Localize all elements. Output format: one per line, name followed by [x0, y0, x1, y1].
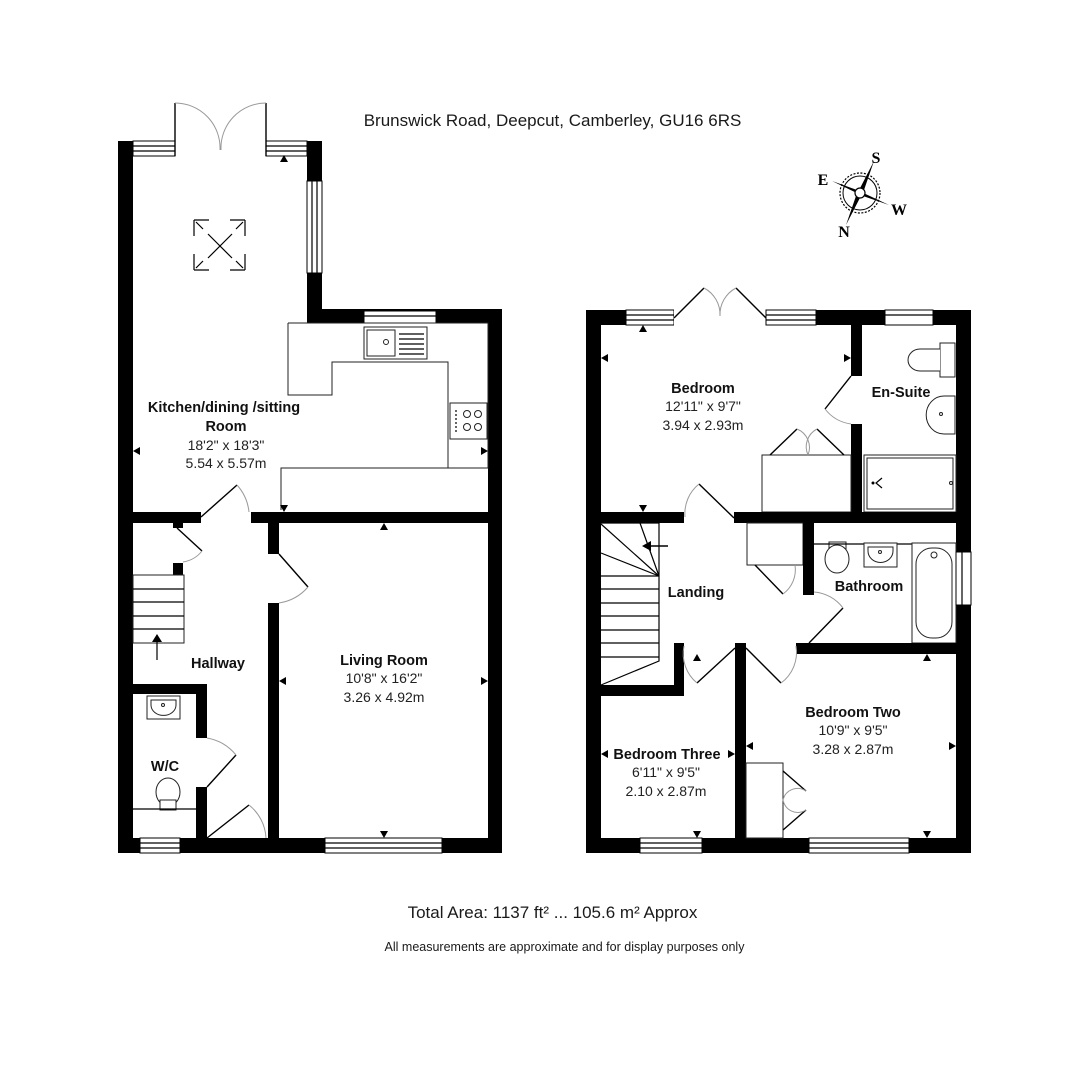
wardrobe: [761, 428, 852, 513]
door: [745, 645, 797, 684]
wall: [488, 309, 502, 853]
room-dim-metric: 3.94 x 2.93m: [663, 417, 744, 433]
bath-icon: [911, 542, 957, 644]
door: [682, 645, 736, 684]
window: [808, 837, 910, 854]
total-area: Total Area: 1137 ft² ... 105.6 m² Approx: [407, 903, 698, 922]
room-dim-metric: 2.10 x 2.87m: [626, 783, 707, 799]
cupboard: [746, 522, 804, 595]
room-name-wc: W/C: [151, 759, 180, 775]
room-name-bedroom-three: Bedroom Three: [613, 747, 720, 763]
room-dim-metric: 3.26 x 4.92m: [344, 689, 425, 705]
room-name-living-room: Living Room: [340, 653, 428, 669]
door: [176, 527, 203, 563]
compass-icon: S E W N: [818, 150, 907, 241]
room-name-hallway: Hallway: [191, 656, 245, 672]
juliet-doors: [673, 287, 767, 319]
disclaimer: All measurements are approximate and for…: [384, 940, 745, 954]
room-dim-metric: 3.28 x 2.87m: [813, 741, 894, 757]
window: [132, 140, 176, 157]
property-address: Brunswick Road, Deepcut, Camberley, GU16…: [363, 111, 742, 130]
sink-icon: [363, 326, 428, 360]
room-name-bedroom: Bedroom: [671, 381, 735, 397]
wardrobe: [745, 762, 807, 839]
window: [765, 309, 817, 326]
door: [206, 737, 237, 788]
door: [278, 553, 309, 604]
room-dim-imperial: 10'9" x 9'5": [819, 722, 888, 738]
room-name-en-suite: En-Suite: [872, 385, 931, 401]
window: [306, 180, 323, 274]
wall: [251, 512, 488, 523]
ground-floor: [118, 102, 502, 854]
shower-tray-icon: [863, 454, 957, 513]
front-door: [206, 804, 267, 839]
window: [625, 309, 675, 326]
room-dim-imperial: 12'11" x 9'7": [665, 398, 741, 414]
door: [200, 484, 250, 518]
french-doors: [174, 102, 267, 156]
window: [363, 310, 437, 324]
first-floor: [586, 287, 972, 854]
compass-south: S: [872, 150, 881, 167]
door: [824, 375, 852, 425]
door: [808, 591, 844, 644]
arrow-up-icon: [152, 634, 162, 642]
window: [955, 551, 972, 606]
window: [265, 140, 308, 157]
arrow-left-icon: [642, 541, 651, 551]
window: [139, 837, 181, 854]
room-name-kitchen: Kitchen/dining /sitting: [148, 400, 300, 416]
room-name-bedroom-two: Bedroom Two: [805, 705, 901, 721]
room-dim-imperial: 6'11" x 9'5": [632, 764, 700, 780]
staircase: [600, 522, 668, 686]
basin-icon: [146, 695, 181, 720]
staircase: [132, 574, 185, 660]
toilet-icon: [133, 777, 196, 811]
hob-icon: [449, 402, 488, 440]
door: [684, 483, 735, 519]
room-name-bathroom: Bathroom: [835, 579, 903, 595]
compass-east: E: [818, 172, 829, 189]
kitchen-worktop: [280, 322, 489, 510]
wall: [133, 512, 201, 523]
toilet-icon: [907, 342, 956, 378]
window: [884, 309, 934, 326]
room-name-landing: Landing: [668, 585, 724, 601]
room-dim-imperial: 10'8" x 16'2": [346, 670, 423, 686]
room-dim-metric: 5.54 x 5.57m: [186, 455, 267, 471]
compass-west: W: [891, 202, 907, 219]
room-name-kitchen-line2: Room: [205, 419, 246, 435]
skylight-icon: [193, 219, 246, 271]
window: [639, 837, 703, 854]
window: [324, 837, 443, 854]
basin-icon: [863, 542, 898, 568]
basin-icon: [925, 395, 956, 435]
compass-north: N: [838, 224, 850, 241]
room-dim-imperial: 18'2" x 18'3": [188, 437, 265, 453]
wall: [118, 141, 133, 853]
